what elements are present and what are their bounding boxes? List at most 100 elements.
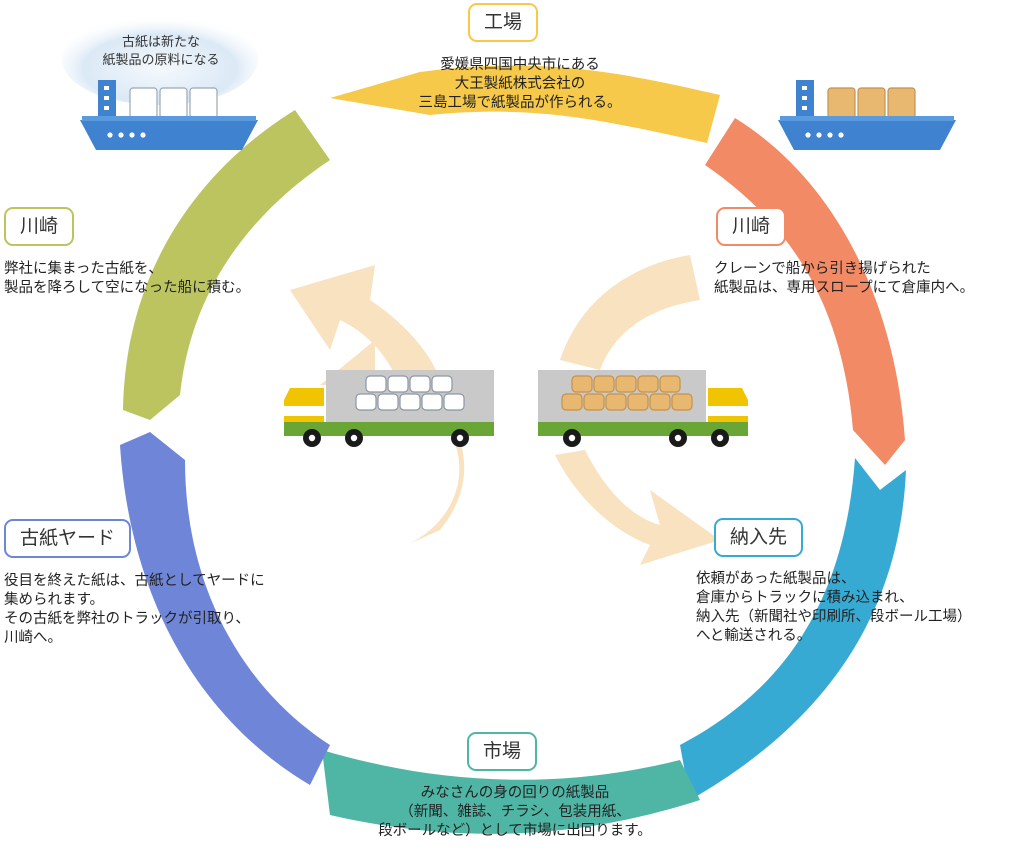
label-delivery: 納入先 <box>714 518 804 557</box>
ship-right-tower-window <box>802 86 807 90</box>
ship-left-deck <box>82 116 256 121</box>
ship-left-cargo <box>189 87 218 119</box>
desc-yard: 役目を終えた紙は、古紙としてヤードに 集められます。 その古紙を弊社のトラックが… <box>4 572 265 648</box>
ship-right-porthole <box>838 132 844 138</box>
truck-left-cab-stripe <box>284 406 324 416</box>
ship-left-cargo <box>159 87 188 119</box>
ship-left-hull <box>80 120 258 150</box>
arrow-factory <box>330 65 720 143</box>
ship-left <box>80 80 258 150</box>
truck-right-hubcap <box>716 434 724 442</box>
desc-market-line: 段ボールなど）として市場に出回ります。 <box>378 823 652 839</box>
desc-kawasaki-right-line: 紙製品は、専用スロープにて倉庫内へ。 <box>714 280 975 296</box>
desc-factory-line: 愛媛県四国中央市にある <box>440 57 600 73</box>
truck-right-chassis <box>538 422 748 436</box>
truck-right-cargo <box>649 393 671 411</box>
desc-market-line: （新聞、雑誌、チラシ、包装用紙、 <box>399 804 631 820</box>
truck-left-hubcap <box>308 434 316 442</box>
desc-delivery-line: 依頼があった紙製品は、 <box>696 571 856 587</box>
truck-left-cargo <box>443 393 465 411</box>
ship-right-porthole <box>816 132 822 138</box>
arrow-delivery <box>680 458 906 800</box>
truck-right-cargo <box>671 393 693 411</box>
truck-left-cargo <box>377 393 399 411</box>
truck-left-cab <box>284 388 324 422</box>
ship-left-porthole <box>140 132 146 138</box>
truck-left-cargo <box>399 393 421 411</box>
ship-left-porthole <box>107 132 113 138</box>
truck-left-cargo <box>365 375 387 393</box>
label-market: 市場 <box>467 732 538 771</box>
ship-right-porthole <box>805 132 811 138</box>
truck-right-hubcap <box>568 434 576 442</box>
ship-right-cargo <box>857 87 886 119</box>
ship-right-tower-window <box>802 96 807 100</box>
truck-right-cab-stripe <box>708 406 748 416</box>
desc-kawasaki-right-line: クレーンで船から引き揚げられた <box>714 261 931 277</box>
truck-left-cargo <box>409 375 431 393</box>
truck-right-cargo <box>659 375 681 393</box>
desc-factory: 愛媛県四国中央市にある 大王製紙株式会社の 三島工場で紙製品が作られる。 <box>395 56 645 113</box>
ship-right-porthole <box>827 132 833 138</box>
desc-yard-line: その古紙を弊社のトラックが引取り、 <box>4 611 250 627</box>
ship-right-hull <box>778 120 956 150</box>
ship-right <box>778 80 956 150</box>
ship-right-tower <box>796 80 814 122</box>
inner-arrow-right-tail <box>560 255 700 370</box>
truck-left-chassis <box>284 422 494 436</box>
truck-right-cargo <box>605 393 627 411</box>
desc-factory-line: 三島工場で紙製品が作られる。 <box>418 95 622 111</box>
label-yard: 古紙ヤード <box>4 519 132 558</box>
desc-delivery: 依頼があった紙製品は、 倉庫からトラックに積み込まれ、 納入先（新聞社や印刷所、… <box>696 570 972 646</box>
ship-right-cargo <box>827 87 856 119</box>
ship-left-tower-window <box>104 106 109 110</box>
truck-right-cargo <box>637 375 659 393</box>
bubble-text: 古紙は新たな 紙製品の原料になる <box>86 34 236 70</box>
label-kawasaki-right: 川崎 <box>716 207 787 246</box>
ship-left-tower-window <box>104 96 109 100</box>
desc-yard-line: 川崎へ。 <box>4 630 62 646</box>
truck-left-hubcap <box>456 434 464 442</box>
ship-left-tower <box>98 80 116 122</box>
truck-left-hubcap <box>350 434 358 442</box>
desc-yard-line: 役目を終えた紙は、古紙としてヤードに <box>4 573 265 589</box>
truck-left-cargo <box>421 393 443 411</box>
truck-right-cargo <box>583 393 605 411</box>
ship-right-deck <box>780 116 954 121</box>
arrow-market <box>322 750 700 834</box>
truck-left-cargo <box>355 393 377 411</box>
truck-right-cargo <box>561 393 583 411</box>
ship-left-tower-window <box>104 86 109 90</box>
ship-right-tower-window <box>802 106 807 110</box>
label-kawasaki-left: 川崎 <box>4 207 75 246</box>
desc-delivery-line: 倉庫からトラックに積み込まれ、 <box>696 590 914 606</box>
label-factory: 工場 <box>468 3 539 42</box>
desc-yard-line: 集められます。 <box>4 592 105 608</box>
truck-right-hubcap <box>674 434 682 442</box>
truck-right <box>538 370 748 447</box>
truck-left-cargo <box>387 375 409 393</box>
truck-right-cargo <box>627 393 649 411</box>
desc-delivery-line: へと輸送される。 <box>696 628 812 644</box>
bubble-line: 古紙は新たな <box>121 35 200 50</box>
arrow-kawasaki-right <box>705 118 905 465</box>
truck-right-cargo <box>571 375 593 393</box>
arrow-kawasaki-left <box>123 110 330 420</box>
ship-right-cargo <box>887 87 916 119</box>
truck-right-cargo <box>615 375 637 393</box>
truck-right-cab <box>708 388 748 422</box>
desc-kawasaki-left-line: 弊社に集まった古紙を、 <box>4 261 163 277</box>
truck-left <box>284 370 494 447</box>
truck-right-cargo <box>593 375 615 393</box>
ship-left-cargo <box>129 87 158 119</box>
desc-kawasaki-left-line: 製品を降ろして空になった船に積む。 <box>4 280 251 296</box>
ship-left-porthole <box>118 132 124 138</box>
desc-delivery-line: 納入先（新聞社や印刷所、段ボール工場） <box>696 609 972 625</box>
inner-arrow-left-head <box>290 265 440 380</box>
inner-arrow-right-head <box>555 450 720 565</box>
desc-kawasaki-left: 弊社に集まった古紙を、 製品を降ろして空になった船に積む。 <box>4 260 250 298</box>
truck-left-cargo <box>431 375 453 393</box>
desc-kawasaki-right: クレーンで船から引き揚げられた 紙製品は、専用スロープにて倉庫内へ。 <box>714 260 974 298</box>
bubble-line: 紙製品の原料になる <box>102 53 220 68</box>
